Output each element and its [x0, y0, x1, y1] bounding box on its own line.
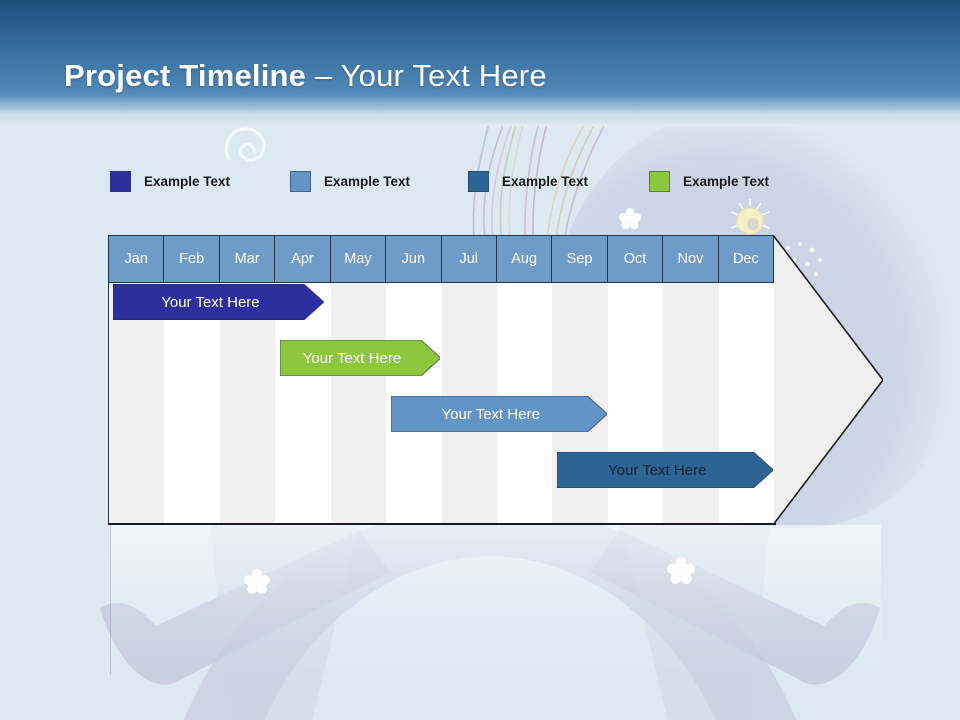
flower-icon — [618, 207, 642, 230]
title-band-shine — [0, 96, 960, 130]
month-cell-jun: Jun — [386, 235, 442, 283]
timeline-bar-label-4: Your Text Here — [608, 461, 707, 479]
month-cell-jul: Jul — [441, 235, 497, 283]
month-cell-aug: Aug — [496, 235, 553, 283]
legend-label-1: Example Text — [144, 173, 231, 189]
grid-column-apr — [275, 283, 331, 524]
grid-column-mar — [219, 283, 276, 524]
grid-column-jan — [109, 283, 165, 524]
timeline-bar-4[interactable]: Your Text Here — [557, 452, 774, 488]
month-cell-mar: Mar — [219, 235, 276, 283]
slide-reflection — [110, 525, 881, 675]
bar-arrow-shape — [113, 284, 324, 320]
title-bold-part: Project Timeline — [64, 58, 307, 93]
bar-arrow-shape — [279, 340, 441, 376]
grid-column-may — [330, 283, 387, 524]
bar-arrow-shape — [557, 452, 774, 488]
legend-label-3: Example Text — [502, 173, 589, 189]
page-title: Project Timeline – Your Text Here — [64, 58, 547, 94]
timeline-bar-label-2: Your Text Here — [302, 349, 402, 367]
legend-swatch-4 — [649, 170, 670, 192]
timeline-bar-2[interactable]: Your Text Here — [279, 340, 441, 376]
legend-item-4[interactable]: Example Text — [649, 168, 769, 194]
month-cell-apr: Apr — [275, 235, 331, 283]
chart-baseline — [108, 523, 776, 525]
legend: Example Text Example Text Example Text E… — [110, 168, 830, 196]
timeline-bar-3[interactable]: Your Text Here — [390, 396, 607, 432]
legend-item-2[interactable]: Example Text — [290, 168, 410, 194]
month-cell-feb: Feb — [164, 235, 220, 283]
legend-label-2: Example Text — [324, 173, 411, 189]
bar-arrow-shape — [390, 396, 607, 432]
spiral-icon — [224, 127, 266, 162]
legend-item-1[interactable]: Example Text — [110, 168, 230, 194]
month-cell-jan: Jan — [108, 235, 165, 283]
month-cell-oct: Oct — [607, 235, 664, 283]
legend-swatch-1 — [110, 170, 131, 192]
legend-label-4: Example Text — [683, 173, 770, 189]
grid-column-feb — [164, 283, 220, 524]
timeline-bar-1[interactable]: Your Text Here — [113, 284, 324, 320]
month-cell-dec: Dec — [718, 235, 775, 283]
timeline-bar-label-1: Your Text Here — [161, 293, 260, 311]
month-cell-may: May — [330, 235, 387, 283]
month-cell-sep: Sep — [552, 235, 608, 283]
legend-swatch-2 — [290, 170, 311, 192]
title-light-part: Your Text Here — [340, 58, 547, 93]
legend-swatch-3 — [468, 170, 489, 192]
month-cell-nov: Nov — [663, 235, 719, 283]
title-separator: – — [306, 58, 341, 93]
timeline-bar-label-3: Your Text Here — [441, 405, 540, 423]
legend-item-3[interactable]: Example Text — [468, 168, 588, 194]
